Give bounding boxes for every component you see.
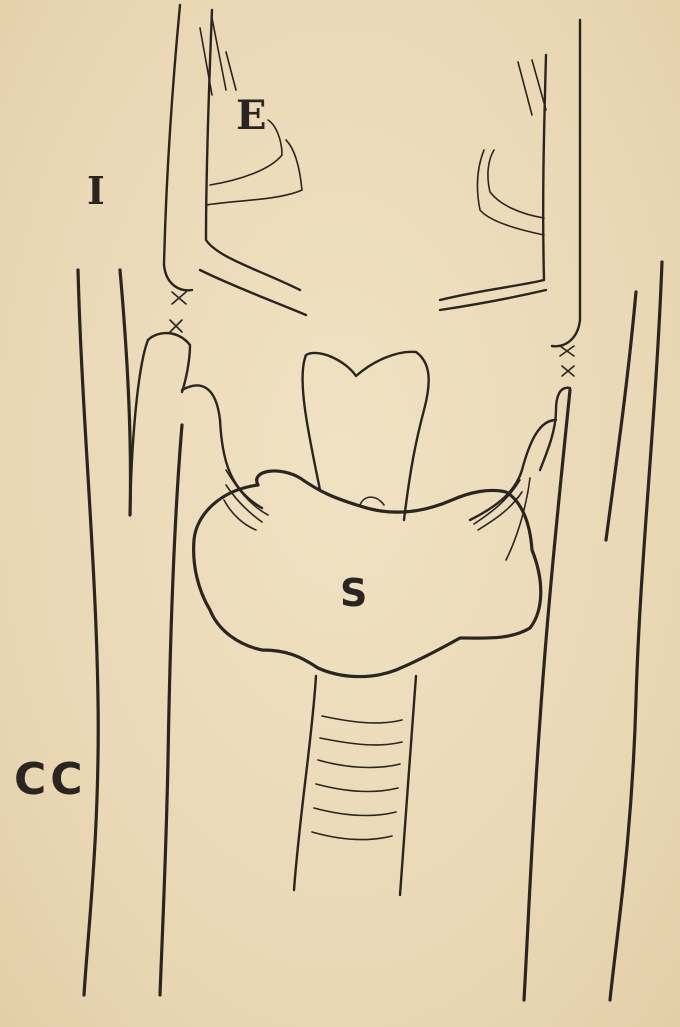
label-i: I [87, 172, 105, 210]
left-common-carotid [78, 270, 182, 995]
cricoid-notch [360, 497, 384, 505]
left-upper-carotid-branches [164, 5, 306, 315]
left-thyroid-vessels [130, 333, 268, 530]
right-upper-carotid-branches [440, 20, 580, 346]
label-e: E [236, 96, 267, 136]
right-common-carotid [524, 262, 662, 1000]
label-s: S [340, 574, 367, 612]
thyroid-cartilage [303, 352, 429, 520]
trachea [294, 676, 416, 895]
label-cc: CC [14, 758, 87, 802]
